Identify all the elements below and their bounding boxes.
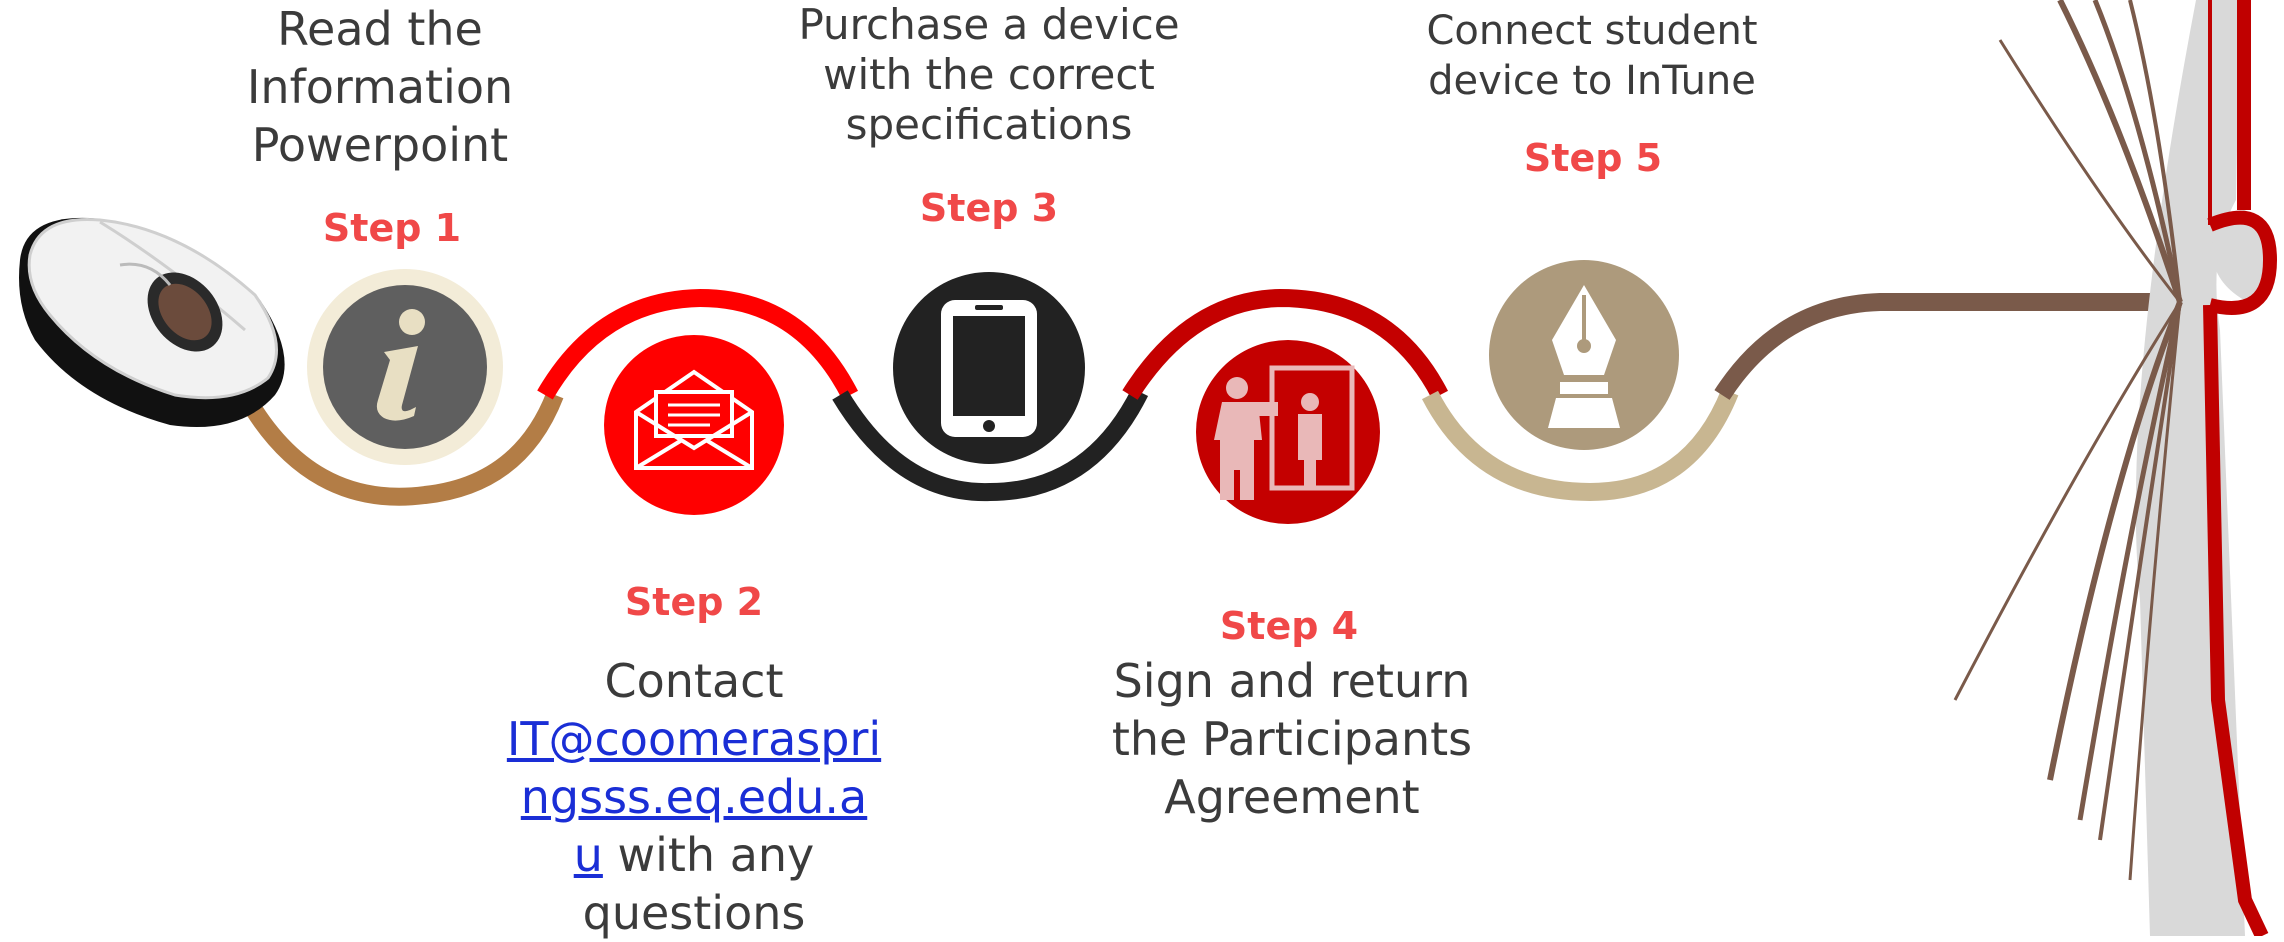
book-icon [1953,0,2278,936]
connector-segment-1 [237,390,564,506]
step-3-label: Step 3 [919,186,1059,230]
envelope-icon [604,335,784,515]
step-4-line-1: Sign and return [1113,654,1471,708]
step-3-line-3: specifications [845,100,1133,149]
step-2-prefix: Contact [604,654,784,708]
presentation-icon [1196,340,1380,524]
step-5-line-1: Connect student [1426,8,1758,54]
connector-segment-2 [537,288,858,400]
step-3-line-2: with the correct [823,50,1155,99]
fountain-pen-icon [1489,260,1679,450]
step-4-description: Sign and return the Participants Agreeme… [1092,652,1492,826]
step-1-line-3: Powerpoint [251,118,509,172]
step-4-label: Step 4 [1219,604,1359,648]
info-icon [307,269,503,465]
email-link-line-2[interactable]: ngsss.eq.edu.a [520,770,868,824]
step-2-suffix-2: questions [582,886,806,940]
computer-mouse-icon [19,217,285,427]
step-3-line-1: Purchase a device [798,0,1180,49]
email-link-line-1[interactable]: IT@coomeraspri [506,712,882,766]
step-5-line-2: device to InTune [1428,58,1756,104]
step-2-suffix-1: with any [602,828,815,882]
step-1-description: Read the Information Powerpoint [200,0,560,174]
step-1-label: Step 1 [322,206,462,250]
connector-segment-4 [1122,288,1448,400]
email-link-line-3[interactable]: u [573,828,603,882]
connector-segment-3 [832,387,1149,502]
step-4-line-3: Agreement [1164,770,1420,824]
step-2-description: Contact IT@coomeraspri ngsss.eq.edu.a u … [480,652,908,942]
step-5-label: Step 5 [1523,136,1663,180]
smartphone-icon [893,272,1085,464]
connector-segment-6 [1714,293,2180,400]
step-1-line-1: Read the [277,2,483,56]
step-3-description: Purchase a device with the correct speci… [764,0,1214,150]
step-2-label: Step 2 [624,580,764,624]
step-1-line-2: Information [246,60,514,114]
connector-segment-5 [1422,388,1739,502]
step-4-line-2: the Participants [1111,712,1473,766]
step-5-description: Connect student device to InTune [1402,6,1782,106]
